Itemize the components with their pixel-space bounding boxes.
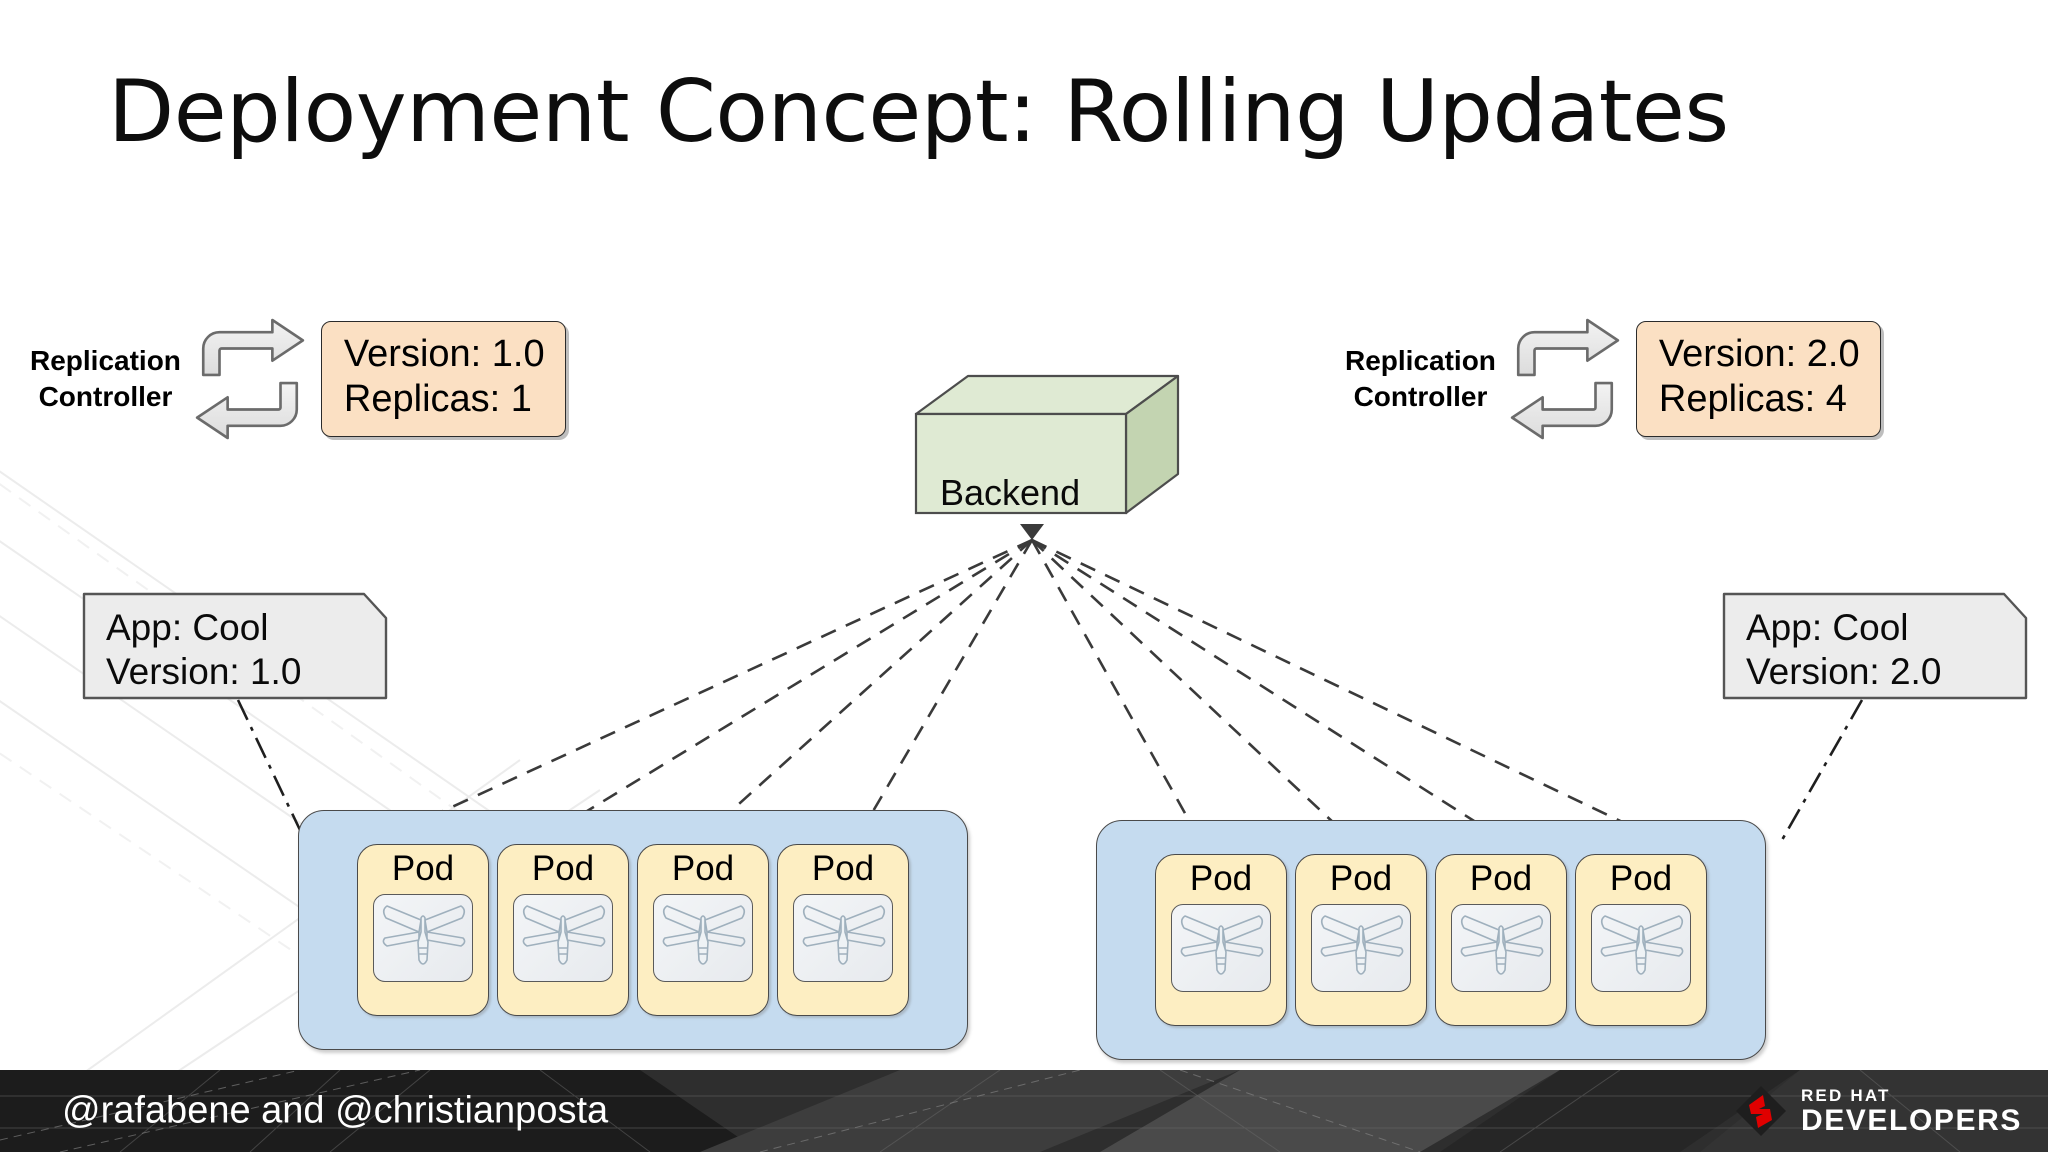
rc-left-label-line1: Replication (30, 345, 181, 377)
rc-right-label-line2: Controller (1353, 381, 1488, 412)
footer-handles: @rafabene and @christianposta (62, 1089, 609, 1132)
note-left-version: Version: 1.0 (106, 650, 302, 692)
rc-right-replicas: Replicas: 4 (1658, 378, 1847, 420)
pod-label: Pod (1189, 859, 1253, 898)
pod-card[interactable]: Pod (1575, 854, 1707, 1026)
note-right-app: App: Cool (1746, 607, 1909, 648)
pod-label: Pod (1609, 859, 1673, 898)
pod-card[interactable]: Pod (777, 844, 909, 1016)
red-hat-wordmark: RED HAT DEVELOPERS (1801, 1087, 2022, 1136)
pod-group-right: Pod Pod (1096, 820, 1766, 1060)
container-dragonfly-icon (1451, 903, 1551, 992)
connector-lines (236, 524, 1864, 842)
pod-card[interactable]: Pod (357, 844, 489, 1016)
note-left-text: App: Cool Version: 1.0 (106, 606, 301, 693)
rc-left-version: Version: 1.0 (343, 333, 545, 376)
pod-label: Pod (811, 849, 875, 888)
container-dragonfly-icon (1171, 903, 1271, 992)
backend-box (914, 374, 1180, 515)
note-right-text: App: Cool Version: 2.0 (1746, 606, 1941, 693)
logo-line-red-hat: RED HAT (1800, 1085, 1891, 1105)
rc-left-label: Replication Controller (30, 343, 181, 415)
left-note-leader (236, 699, 302, 831)
container-dragonfly-icon (793, 893, 893, 982)
container-dragonfly-icon (653, 893, 753, 982)
rc-left-label-line2: Controller (38, 381, 173, 412)
pod-label: Pod (531, 849, 595, 888)
rc-left-replicas: Replicas: 1 (343, 378, 532, 420)
replication-controller-right: Replication Controller Version: 2.0 Repl… (1345, 318, 1881, 440)
rc-right-spec-box: Version: 2.0 Replicas: 4 (1635, 321, 1881, 437)
pod-card[interactable]: Pod (1295, 854, 1427, 1026)
pod-group-left: Pod Pod (298, 810, 968, 1050)
red-hat-developers-logo: RED HAT DEVELOPERS (1735, 1085, 2022, 1137)
cyclic-arrows-icon (195, 318, 305, 440)
cyclic-arrows-icon (1510, 318, 1620, 440)
container-dragonfly-icon (1311, 903, 1411, 992)
logo-line-developers: DEVELOPERS (1800, 1103, 2022, 1137)
page-title: Deployment Concept: Rolling Updates (108, 62, 1729, 162)
container-dragonfly-icon (1591, 903, 1691, 992)
rc-right-label-line1: Replication (1345, 345, 1496, 377)
rc-right-label: Replication Controller (1345, 343, 1496, 415)
container-dragonfly-icon (373, 893, 473, 982)
pod-label: Pod (391, 849, 455, 888)
pod-label: Pod (1329, 859, 1393, 898)
backend-to-pod-links (401, 538, 1661, 842)
note-right-shape (1722, 592, 2028, 700)
note-right: App: Cool Version: 2.0 (1722, 592, 2028, 700)
red-hat-shadowman-icon (1735, 1086, 1786, 1136)
rc-right-version: Version: 2.0 (1658, 333, 1860, 376)
pod-card[interactable]: Pod (637, 844, 769, 1016)
footer-texture (0, 1070, 2048, 1152)
replication-controller-left: Replication Controller Version: 1.0 Repl… (30, 318, 566, 440)
pod-card[interactable]: Pod (1155, 854, 1287, 1026)
right-note-leader (1780, 699, 1864, 841)
note-right-version: Version: 2.0 (1746, 650, 1942, 692)
note-left: App: Cool Version: 1.0 (82, 592, 388, 700)
pod-label: Pod (1469, 859, 1533, 898)
pod-card[interactable]: Pod (497, 844, 629, 1016)
rc-left-spec-box: Version: 1.0 Replicas: 1 (320, 321, 566, 437)
note-left-app: App: Cool (106, 607, 269, 648)
pod-row-left: Pod Pod (357, 844, 909, 1016)
footer-bar: @rafabene and @christianposta RED HAT DE… (0, 1070, 2048, 1152)
pod-row-right: Pod Pod (1155, 854, 1707, 1026)
note-left-shape (82, 592, 388, 700)
container-dragonfly-icon (513, 893, 613, 982)
backend-label: Backend (940, 472, 1081, 513)
backend-anchor-arrowheads (1020, 524, 1044, 540)
pod-label: Pod (671, 849, 735, 888)
pod-card[interactable]: Pod (1435, 854, 1567, 1026)
